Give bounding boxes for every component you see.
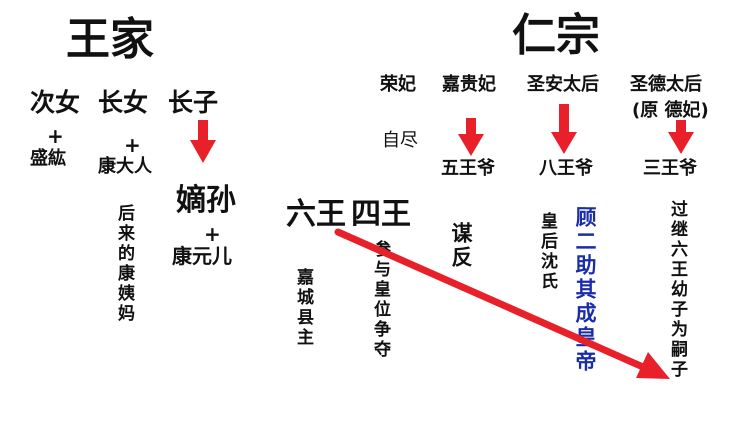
plus-sign: + bbox=[204, 222, 221, 246]
arrow-down-icon bbox=[668, 120, 694, 154]
fifth-prince-label: 五王爷 bbox=[441, 158, 495, 179]
suicide-note: 自尽 bbox=[382, 130, 418, 151]
arrow-down-icon bbox=[551, 104, 577, 154]
eldest-son-label: 长子 bbox=[168, 88, 219, 117]
plus-sign: + bbox=[47, 124, 64, 148]
second-daughter-label: 次女 bbox=[30, 88, 81, 117]
fourth-prince-label: 四王 bbox=[351, 197, 411, 232]
eighth-prince-label: 八王爷 bbox=[539, 158, 593, 179]
renzong-title: 仁宗 bbox=[512, 10, 600, 61]
jiacheng-county-princess-note: 嘉城县主 bbox=[293, 268, 313, 348]
third-prince-label: 三王爷 bbox=[643, 158, 697, 179]
wang-family-title: 王家 bbox=[66, 14, 154, 65]
consort-rong-label: 荣妃 bbox=[380, 74, 416, 95]
empress-dowager-shengde-label: 圣德太后 bbox=[630, 74, 702, 95]
later-kang-aunt-note: 后来的康姨妈 bbox=[114, 204, 134, 324]
long-arrow-icon bbox=[334, 228, 670, 379]
fourth-prince-throne-struggle-note: 参与皇位争夺 bbox=[370, 240, 390, 360]
arrow-down-icon bbox=[458, 118, 484, 156]
grandson-label: 嫡孙 bbox=[176, 183, 236, 218]
sheng-hong-label: 盛紘 bbox=[30, 148, 66, 169]
formerly-consort-de-note: (原 德妃) bbox=[632, 100, 709, 121]
empress-dowager-shengan-label: 圣安太后 bbox=[527, 74, 599, 95]
consort-jiagui-label: 嘉贵妃 bbox=[442, 74, 496, 95]
sixth-prince-label: 六王 bbox=[286, 197, 346, 232]
adopt-sixth-prince-son-note: 过继六王幼子为嗣子 bbox=[667, 200, 687, 380]
plus-sign: + bbox=[124, 133, 141, 157]
kang-yuaner-label: 康元儿 bbox=[172, 244, 232, 268]
kang-daren-label: 康大人 bbox=[98, 156, 152, 177]
empress-shen-note: 皇后沈氏 bbox=[537, 212, 557, 292]
arrow-down-icon bbox=[190, 120, 216, 163]
rebellion-note: 谋反 bbox=[449, 222, 473, 270]
eldest-daughter-label: 长女 bbox=[98, 88, 149, 117]
